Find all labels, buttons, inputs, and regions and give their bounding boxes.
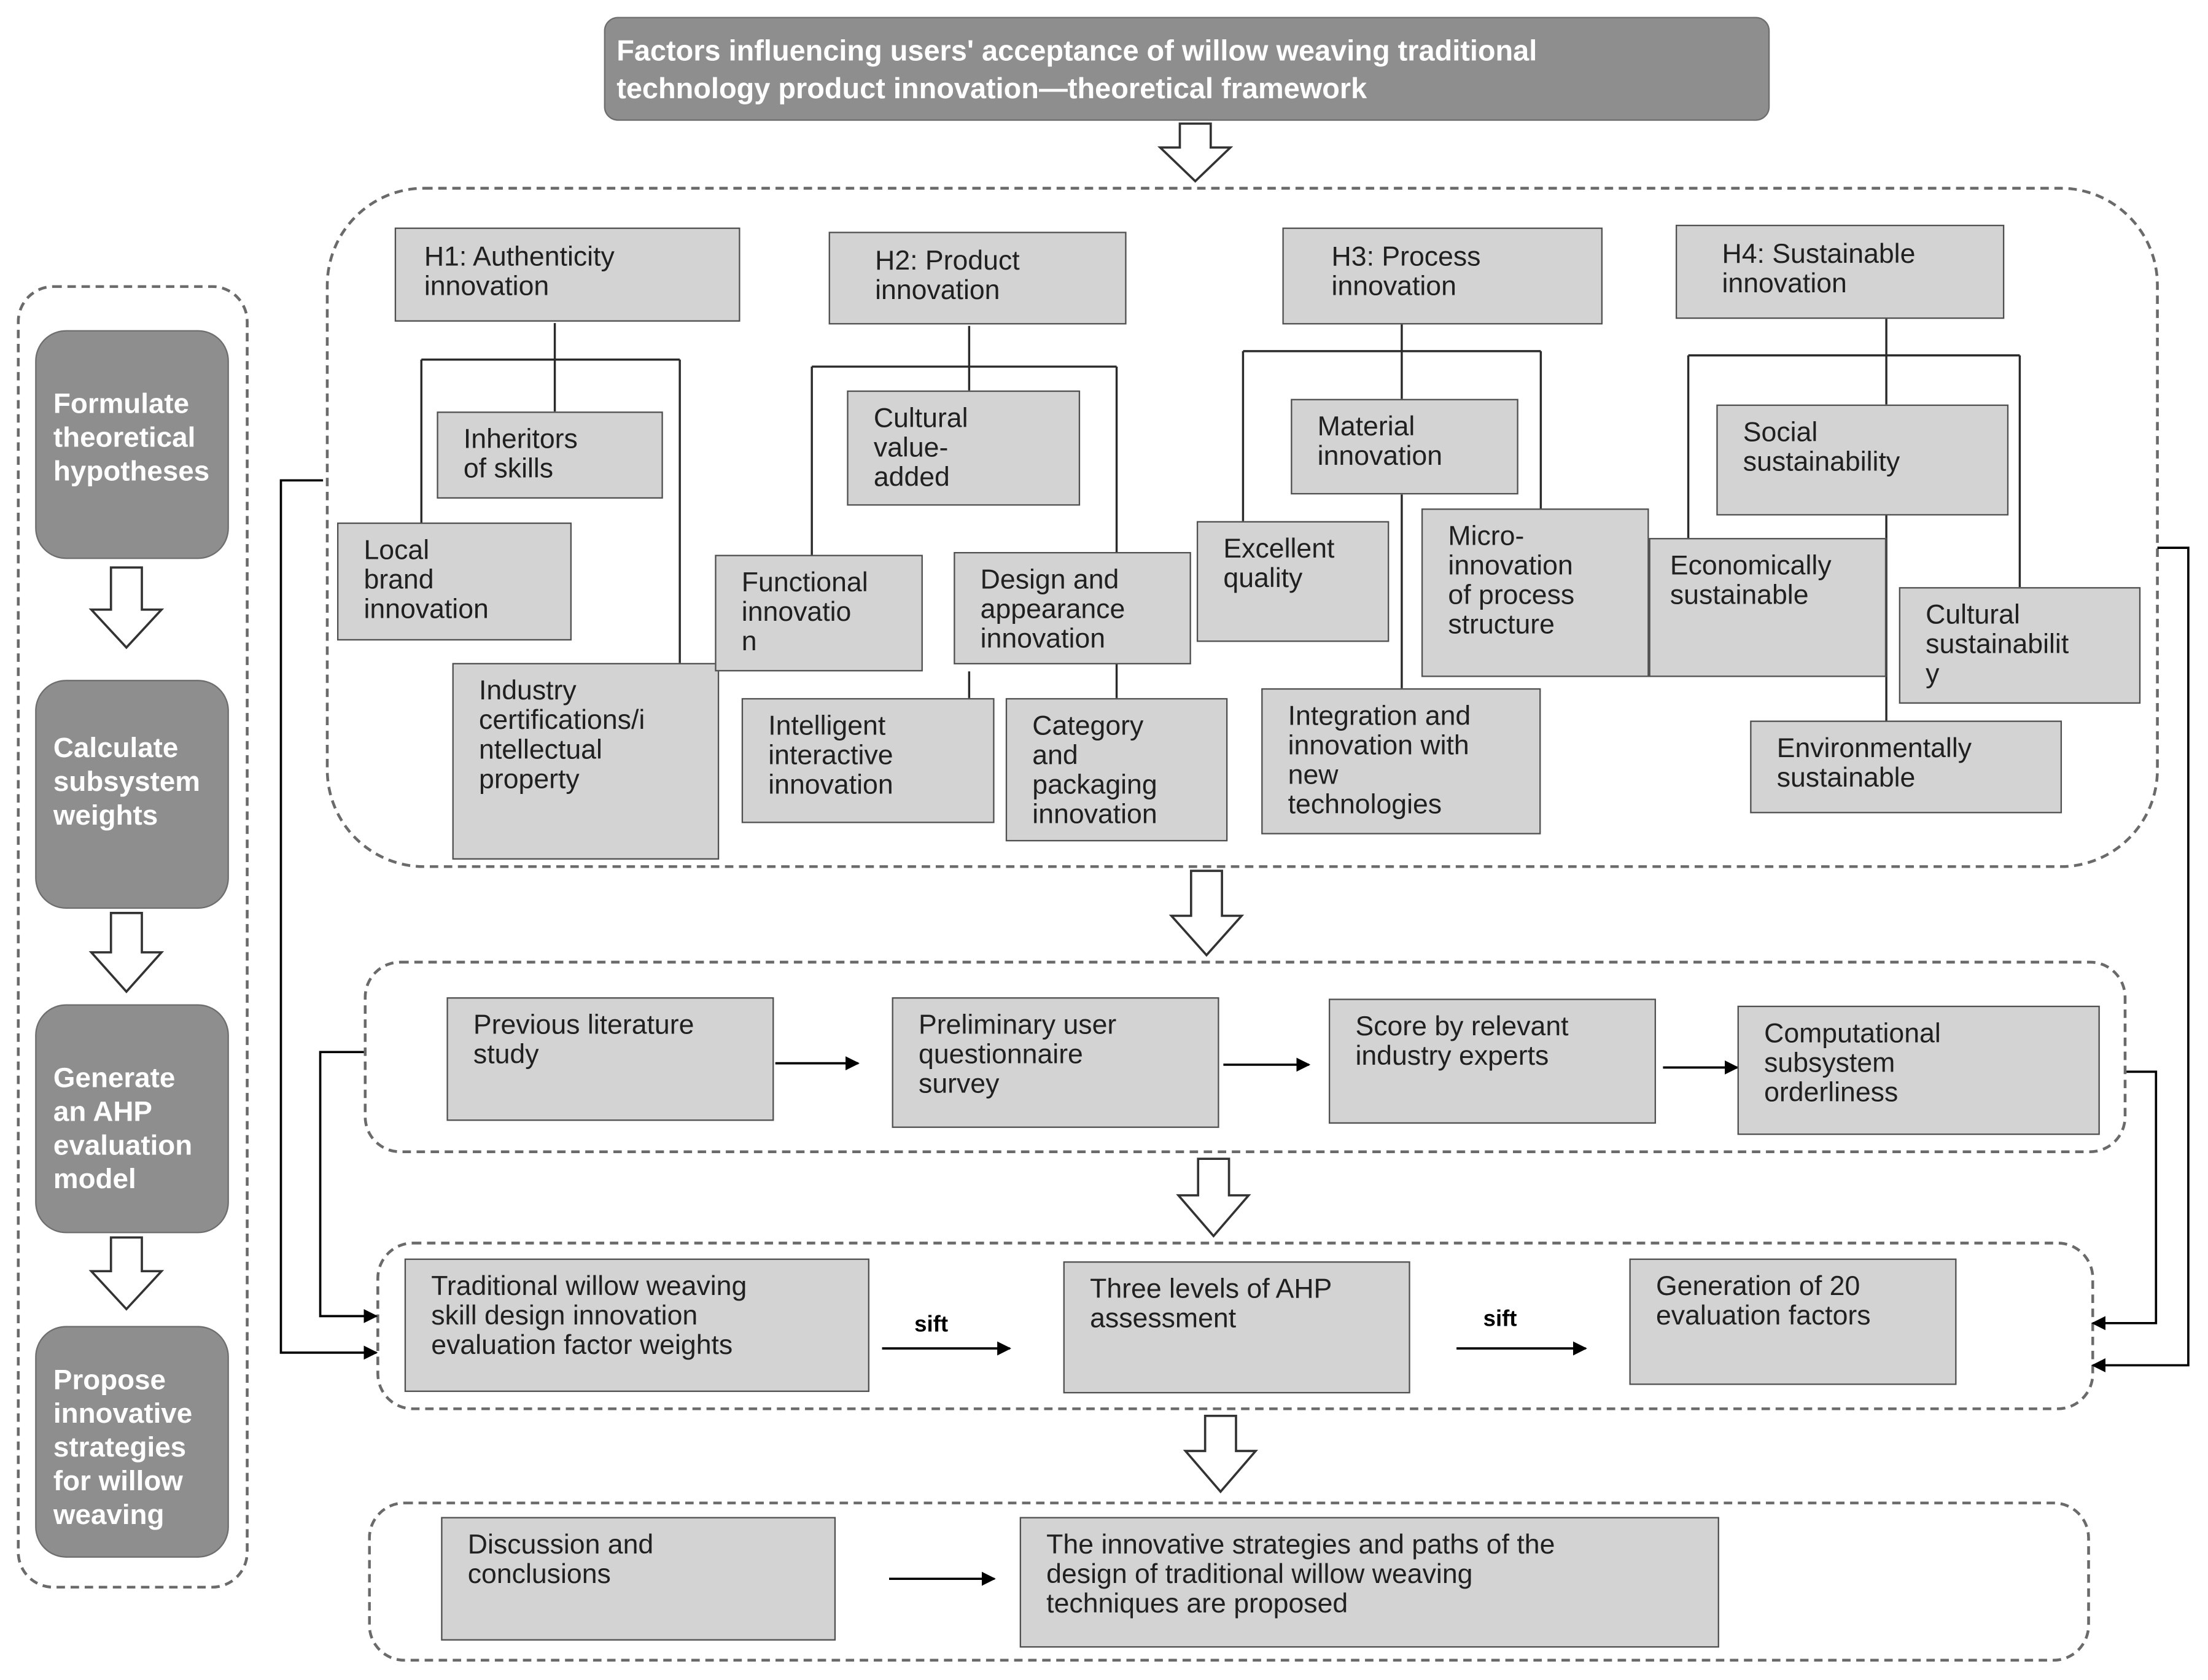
side-arrow-3 bbox=[88, 1236, 165, 1311]
conclusion-discussion: Discussion and conclusions bbox=[441, 1517, 836, 1641]
h4-sustainable-innovation: H4: Sustainable innovation bbox=[1675, 225, 2005, 319]
conclusion-container bbox=[368, 1501, 2090, 1662]
step-calculate-weights: Calculate subsystem weights bbox=[35, 680, 229, 909]
sidebar-container bbox=[17, 285, 249, 1589]
step-formulate-hypotheses: Formulate theoretical hypotheses bbox=[35, 330, 229, 559]
process-subsystem-orderliness: Computational subsystem orderliness bbox=[1737, 1005, 2100, 1135]
flow-arrow-2 bbox=[1168, 869, 1245, 957]
sift-label-1: sift bbox=[914, 1313, 949, 1337]
conclusion-strategies-proposed: The innovative strategies and paths of t… bbox=[1019, 1517, 1719, 1648]
factor-environmentally-sustainable: Environmentally sustainable bbox=[1750, 720, 2062, 814]
h1-authenticity-innovation: H1: Authenticity innovation bbox=[394, 227, 741, 322]
factor-industry-certifications: Industry certifications/i ntellectual pr… bbox=[452, 663, 720, 860]
factor-micro-innovation-process-structure: Micro- innovation of process structure bbox=[1421, 508, 1649, 677]
factor-design-appearance-innovation: Design and appearance innovation bbox=[954, 551, 1191, 664]
evaluation-twenty-factors: Generation of 20 evaluation factors bbox=[1629, 1258, 1957, 1385]
process-literature-study: Previous literature study bbox=[446, 997, 774, 1121]
h2-product-innovation: H2: Product innovation bbox=[828, 231, 1127, 325]
factor-functional-innovation: Functional innovatio n bbox=[715, 554, 923, 672]
factor-inheritors-of-skills: Inheritors of skills bbox=[437, 411, 663, 499]
factor-integration-new-technologies: Integration and innovation with new tech… bbox=[1261, 688, 1541, 834]
process-expert-scoring: Score by relevant industry experts bbox=[1328, 998, 1656, 1124]
factor-social-sustainability: Social sustainability bbox=[1716, 404, 2009, 516]
flow-arrow-1 bbox=[1157, 122, 1234, 183]
side-arrow-2 bbox=[88, 912, 165, 994]
factor-material-innovation: Material innovation bbox=[1291, 399, 1518, 495]
factor-category-packaging-innovation: Category and packaging innovation bbox=[1005, 698, 1228, 842]
h3-process-innovation: H3: Process innovation bbox=[1282, 227, 1603, 325]
factor-intelligent-interactive-innovation: Intelligent interactive innovation bbox=[741, 698, 995, 823]
hypotheses-container bbox=[325, 187, 2159, 868]
factor-excellent-quality: Excellent quality bbox=[1196, 521, 1390, 642]
factor-economically-sustainable: Economically sustainable bbox=[1649, 538, 1887, 677]
flow-arrow-3 bbox=[1176, 1157, 1251, 1238]
step-propose-strategies: Propose innovative strategies for willow… bbox=[35, 1326, 229, 1558]
process-container bbox=[363, 960, 2127, 1154]
evaluation-three-levels-ahp: Three levels of AHP assessment bbox=[1063, 1261, 1410, 1394]
factor-local-brand-innovation: Local brand innovation bbox=[337, 522, 572, 641]
flow-arrow-4 bbox=[1183, 1414, 1259, 1494]
sift-label-2: sift bbox=[1483, 1307, 1517, 1332]
factor-cultural-value-added: Cultural value- added bbox=[847, 390, 1081, 506]
step-generate-ahp-model: Generate an AHP evaluation model bbox=[35, 1004, 229, 1234]
factor-cultural-sustainability: Cultural sustainabilit y bbox=[1899, 587, 2141, 704]
side-arrow-1 bbox=[88, 566, 165, 650]
process-questionnaire-survey: Preliminary user questionnaire survey bbox=[892, 997, 1219, 1128]
framework-title: Factors influencing users' acceptance of… bbox=[604, 17, 1770, 121]
evaluation-factor-weights: Traditional willow weaving skill design … bbox=[404, 1258, 869, 1392]
